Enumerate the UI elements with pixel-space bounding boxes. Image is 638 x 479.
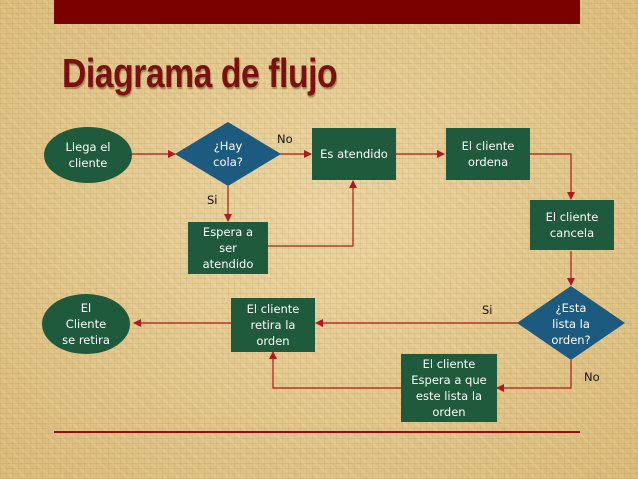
decision-ready-shape	[517, 286, 625, 360]
slide-title: Diagrama de flujo	[62, 50, 338, 96]
decision-queue-label: ¿Hay cola?	[213, 139, 243, 169]
pickup-box: El cliente retira la orden	[231, 298, 315, 352]
arrow-wait-to-attended	[268, 180, 357, 247]
decision-ready-label: ¿Esta lista la orden?	[551, 301, 591, 347]
edge-label-ready-no: No	[584, 370, 600, 384]
end-oval: El Cliente se retira	[42, 294, 130, 354]
wait-order-box: El cliente Espera a que este lista la or…	[401, 354, 497, 422]
arrow-ready-no-to-wait-order	[496, 360, 572, 392]
top-bar	[54, 0, 580, 24]
bottom-divider	[54, 431, 580, 433]
arrow-wait-order-to-pickup	[269, 351, 401, 389]
edge-label-queue-si: Si	[207, 193, 218, 207]
edge-label-queue-no: No	[277, 132, 293, 146]
edge-label-ready-si: Si	[482, 303, 493, 317]
attended-box: Es atendido	[312, 128, 396, 180]
start-oval: Llega el cliente	[44, 127, 132, 183]
decision-queue-shape	[175, 122, 281, 186]
client-orders-box: El cliente ordena	[446, 128, 530, 180]
wait-box: Espera a ser atendido	[188, 222, 268, 274]
client-pays-box: El cliente cancela	[530, 200, 614, 250]
arrow-orders-to-pays	[530, 153, 575, 200]
